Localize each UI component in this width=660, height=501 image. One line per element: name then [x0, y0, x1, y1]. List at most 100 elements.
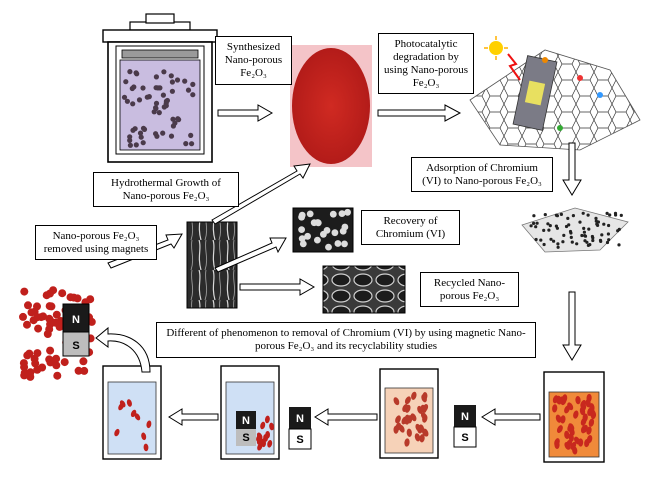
particle [414, 433, 421, 442]
particle [49, 286, 58, 295]
particle [554, 224, 559, 228]
particle [141, 432, 147, 441]
particle [269, 422, 275, 431]
particle [608, 213, 612, 217]
particle [607, 223, 611, 228]
particle [323, 227, 331, 234]
particle [80, 366, 89, 375]
particle [568, 229, 573, 234]
particle [532, 221, 536, 225]
particle [411, 391, 417, 400]
label-removed-by-magnets: Nano-porous Fe₂O₃ removed using magnets [35, 225, 157, 260]
particle [534, 225, 538, 229]
particle [532, 214, 536, 218]
particle [52, 354, 61, 363]
particle [126, 399, 132, 407]
arrow-b3-to-b2 [314, 408, 378, 426]
particle [589, 408, 595, 417]
particle [86, 295, 95, 304]
particle [334, 240, 342, 247]
particle [174, 77, 181, 83]
magnet-north [62, 303, 90, 333]
particle [155, 85, 161, 91]
particle [575, 242, 579, 246]
particle [607, 238, 611, 242]
arrow-sem-to-recovery [214, 237, 287, 273]
magnet3-south-label: S [461, 432, 468, 444]
particle [561, 240, 565, 244]
beaker-magnet-attraction: N S [220, 365, 280, 460]
particle [419, 434, 425, 443]
particle [33, 313, 42, 322]
particle [614, 213, 618, 217]
particle [582, 226, 586, 230]
particle [402, 404, 409, 412]
particle [52, 310, 61, 319]
light-ray-icon [507, 53, 521, 81]
particle [587, 227, 591, 231]
particle [407, 415, 413, 424]
particle [554, 440, 560, 449]
label-recovery: Recovery of Chromium (VI) [361, 210, 460, 245]
particle [556, 242, 560, 246]
particle [548, 224, 552, 228]
particle [404, 396, 411, 405]
synthesized-fe2o3-sample [290, 45, 372, 167]
particle [539, 238, 543, 242]
particle [23, 320, 31, 329]
particle [421, 394, 427, 403]
particle [573, 410, 579, 419]
particle [27, 308, 36, 317]
arrow-b4-to-b3 [481, 408, 541, 426]
adsorption-mesh [521, 207, 629, 253]
particle [546, 222, 550, 226]
particle [140, 140, 146, 146]
particle [169, 79, 175, 85]
arrow-sem-to-recycled [239, 278, 316, 296]
particle [172, 120, 178, 126]
particle [542, 242, 546, 247]
particle [74, 366, 83, 375]
magnet3-north-label: N [461, 411, 469, 423]
particle [163, 103, 169, 109]
particle [344, 208, 351, 216]
label-photocatalytic: Photocatalytic degradation by using Nano… [378, 33, 474, 94]
beaker-peach [379, 368, 439, 459]
particle [338, 210, 346, 218]
particle [583, 239, 587, 243]
particle [137, 130, 144, 136]
magnet-north-label: N [72, 314, 80, 326]
beaker-orange [543, 371, 605, 463]
sem-image-recovery [292, 207, 354, 253]
particle [420, 404, 427, 413]
particle [306, 210, 314, 218]
particle [588, 418, 595, 427]
particle [578, 220, 582, 224]
particle [395, 415, 401, 424]
particle [529, 224, 533, 228]
particle [560, 415, 566, 424]
particle [547, 228, 551, 232]
particle [582, 230, 587, 234]
particle [153, 105, 159, 111]
standalone-magnet-middle: N S [288, 407, 312, 450]
particle [168, 133, 175, 139]
particle [134, 413, 141, 421]
particle [580, 233, 584, 238]
particle [341, 223, 349, 231]
particle [404, 438, 410, 447]
particle [594, 219, 598, 223]
particle [298, 211, 306, 219]
particle [183, 141, 189, 147]
particle [602, 222, 606, 226]
particle [564, 442, 571, 450]
particle [151, 109, 157, 115]
particle [586, 426, 592, 435]
particle [140, 85, 146, 91]
label-phenomenon: Different of phenomenon to removal of Ch… [156, 322, 536, 358]
particle [188, 132, 194, 138]
particle [549, 237, 553, 241]
particle [581, 211, 585, 215]
particle [38, 363, 47, 372]
particle [154, 133, 160, 139]
